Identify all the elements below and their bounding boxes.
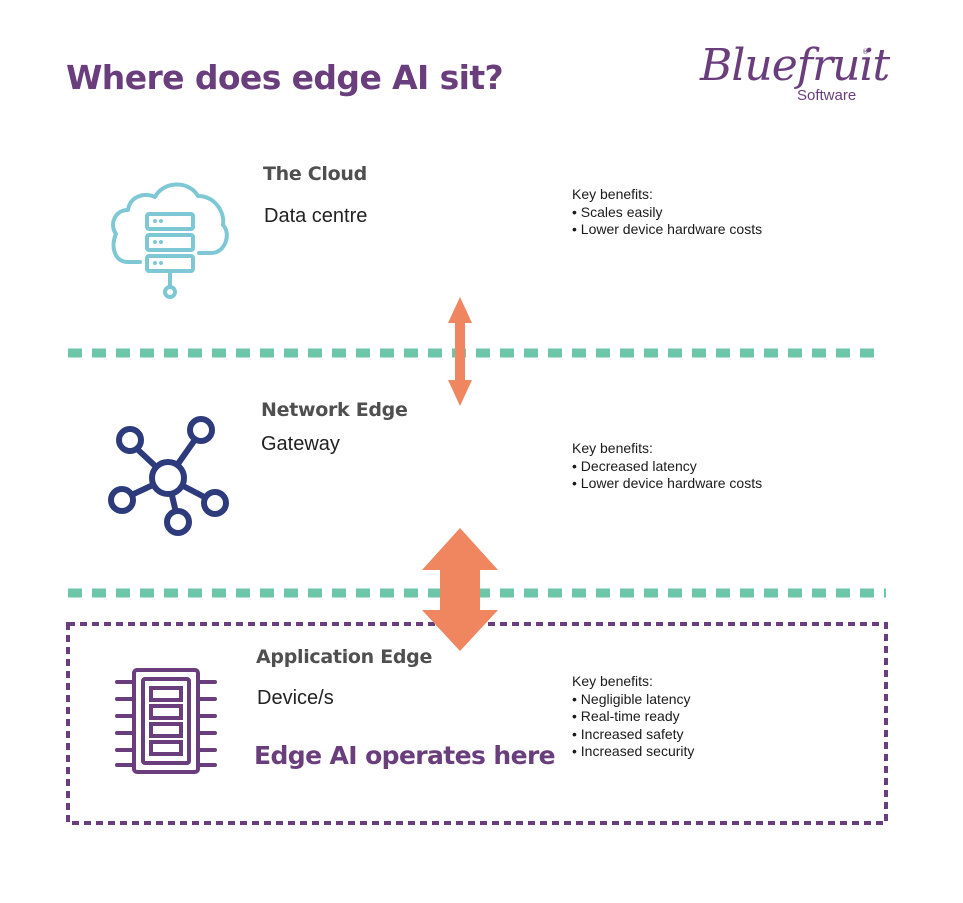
page-title: Where does edge AI sit? [66, 58, 504, 97]
tier-cloud-subtitle: Data centre [264, 205, 368, 227]
double-arrow-large [422, 528, 498, 651]
tier-application-benefits: Key benefits: • Negligible latency • Rea… [572, 673, 694, 761]
tier-application-subtitle: Device/s [257, 687, 334, 709]
benefit-item: • Decreased latency [572, 457, 697, 474]
benefit-item: • Negligible latency [572, 690, 691, 707]
network-hub-icon [108, 416, 229, 536]
tier-network-name: Network Edge [261, 399, 408, 421]
double-arrow-small [448, 297, 472, 406]
tier-network-benefits: Key benefits: • Decreased latency • Lowe… [572, 440, 762, 493]
benefits-heading: Key benefits: [572, 673, 653, 689]
bluefruit-logo: Bluefruit [700, 40, 890, 91]
logo-subtitle: Software [797, 87, 857, 104]
benefit-item: • Increased security [572, 743, 695, 759]
tier-cloud-name: The Cloud [263, 163, 367, 185]
benefit-item: • Real-time ready [572, 708, 680, 724]
benefits-heading: Key benefits: [572, 440, 653, 456]
edge-ai-highlight: Edge AI operates here [254, 741, 556, 770]
tier-application-name: Application Edge [256, 646, 433, 668]
cloud-server-icon [111, 182, 229, 299]
logo-registered-mark: ® [862, 48, 869, 56]
tier-network-subtitle: Gateway [261, 433, 340, 455]
benefit-item: • Increased safety [572, 725, 684, 742]
benefit-item: • Lower device hardware costs [572, 221, 763, 237]
benefit-item: • Scales easily [572, 203, 663, 220]
benefits-heading: Key benefits: [572, 186, 653, 202]
tier-cloud-benefits: Key benefits: • Scales easily • Lower de… [572, 186, 762, 239]
benefit-item: • Lower device hardware costs [572, 475, 763, 491]
microchip-icon [115, 668, 217, 774]
